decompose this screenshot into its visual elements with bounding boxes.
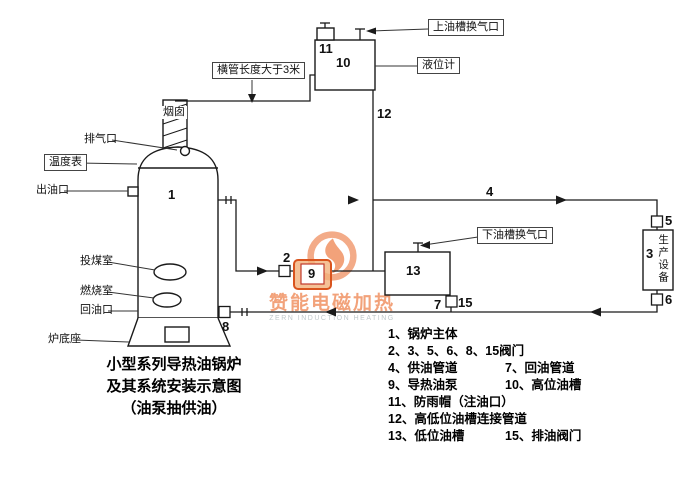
oil-outlet-nozzle	[127, 186, 139, 197]
title-line-3: （油泵抽供油）	[121, 400, 227, 417]
pipes	[175, 22, 658, 316]
pipe-length-callout: 横管长度大于3米	[212, 62, 306, 80]
thermometer-label: 温度表	[44, 154, 87, 172]
oil-return-label: 回油口	[80, 304, 113, 316]
combustion-door-shape	[152, 292, 182, 308]
exhaust-port-label: 排气口	[84, 133, 117, 145]
coal-door-shape	[153, 263, 187, 281]
num-3: 3	[646, 246, 654, 261]
title-line-2: 及其系统安装示意图	[106, 378, 242, 395]
furnace-base-label: 炉底座	[48, 333, 81, 345]
num-5: 5	[665, 213, 673, 228]
leader-lines	[64, 28, 479, 343]
arrow-return-right	[590, 307, 601, 317]
legend-row: 9、导热油泵 10、高位油槽	[388, 377, 581, 394]
num-15: 15	[458, 295, 473, 310]
valve-8	[218, 305, 231, 319]
legend-row: 2、3、5、6、8、15阀门	[388, 343, 581, 360]
legend-row: 12、高低位油槽连接管道	[388, 411, 581, 428]
rain-cap-box	[316, 27, 335, 41]
legend-item: 11、防雨帽（注油口）	[388, 395, 514, 409]
num-4: 4	[486, 184, 494, 199]
chimney-label: 烟囱	[161, 106, 187, 119]
legend-item: 10、高位油槽	[505, 378, 582, 392]
coal-chamber-label: 投煤室	[80, 255, 113, 267]
legend-item: 2、3、5、6、8、15阀门	[388, 344, 525, 358]
num-11: 11	[319, 41, 333, 56]
num-2: 2	[283, 250, 291, 265]
exhaust-valve-shape	[179, 145, 191, 157]
leader-arrowheads	[248, 27, 430, 249]
pipe-4-supply	[373, 199, 658, 216]
pump-box	[300, 263, 325, 285]
furnace-base-shape	[127, 317, 232, 347]
upper-vent-callout: 上油槽换气口	[428, 19, 504, 37]
pipe-chimney-to-high-tank	[175, 74, 315, 102]
num-12: 12	[377, 106, 392, 121]
high-level-tank-box	[314, 39, 376, 91]
legend-item: 9、导热油泵	[388, 378, 458, 392]
low-level-tank-box	[384, 251, 451, 296]
valve-15	[445, 295, 458, 308]
legend-item: 12、高低位油槽连接管道	[388, 412, 527, 426]
arrow-supply-right	[556, 195, 567, 205]
legend-item: 15、排油阀门	[505, 429, 582, 443]
legend-item: 1、锅炉主体	[388, 327, 458, 341]
production-equipment-label: 生产设备	[657, 234, 670, 284]
arrow-pump-inlet	[257, 266, 268, 276]
vessels	[314, 27, 674, 296]
title-line-1: 小型系列导热油锅炉	[106, 356, 242, 373]
ash-door-shape	[164, 326, 190, 343]
level-gauge-callout: 液位计	[417, 57, 460, 75]
num-10: 10	[336, 55, 351, 70]
valve-2	[278, 264, 291, 278]
num-8: 8	[222, 319, 230, 334]
num-6: 6	[665, 292, 673, 307]
boiler-shell	[137, 146, 219, 319]
legend-item: 4、供油管道	[388, 361, 458, 375]
legend-row: 1、锅炉主体	[388, 326, 581, 343]
arrow-return-left	[325, 307, 336, 317]
num-7: 7	[434, 297, 442, 312]
valve-5	[650, 215, 664, 228]
valves	[218, 215, 664, 319]
legend-item: 13、低位油槽	[388, 429, 465, 443]
num-1: 1	[168, 187, 176, 202]
oil-outlet-label: 出油口	[36, 184, 69, 196]
legend: 1、锅炉主体 2、3、5、6、8、15阀门 4、供油管道 7、回油管道 9、导热…	[388, 326, 581, 445]
num-13: 13	[406, 263, 421, 278]
legend-item: 7、回油管道	[505, 361, 575, 375]
num-9: 9	[308, 266, 316, 281]
lower-vent-callout: 下油槽换气口	[477, 227, 553, 245]
combustion-chamber-label: 燃烧室	[80, 285, 113, 297]
flow-arrows	[257, 195, 601, 317]
arrow-supply-left	[348, 195, 359, 205]
pipe-7-return	[218, 305, 658, 313]
legend-row: 4、供油管道 7、回油管道	[388, 360, 581, 377]
legend-row: 13、低位油槽 15、排油阀门	[388, 428, 581, 445]
production-equipment-box	[642, 229, 674, 291]
diagram-title: 小型系列导热油锅炉 及其系统安装示意图 （油泵抽供油）	[86, 354, 262, 420]
boiler-body	[127, 99, 232, 347]
oil-pump	[293, 259, 332, 290]
legend-row: 11、防雨帽（注油口）	[388, 394, 581, 411]
valve-6	[650, 293, 664, 306]
